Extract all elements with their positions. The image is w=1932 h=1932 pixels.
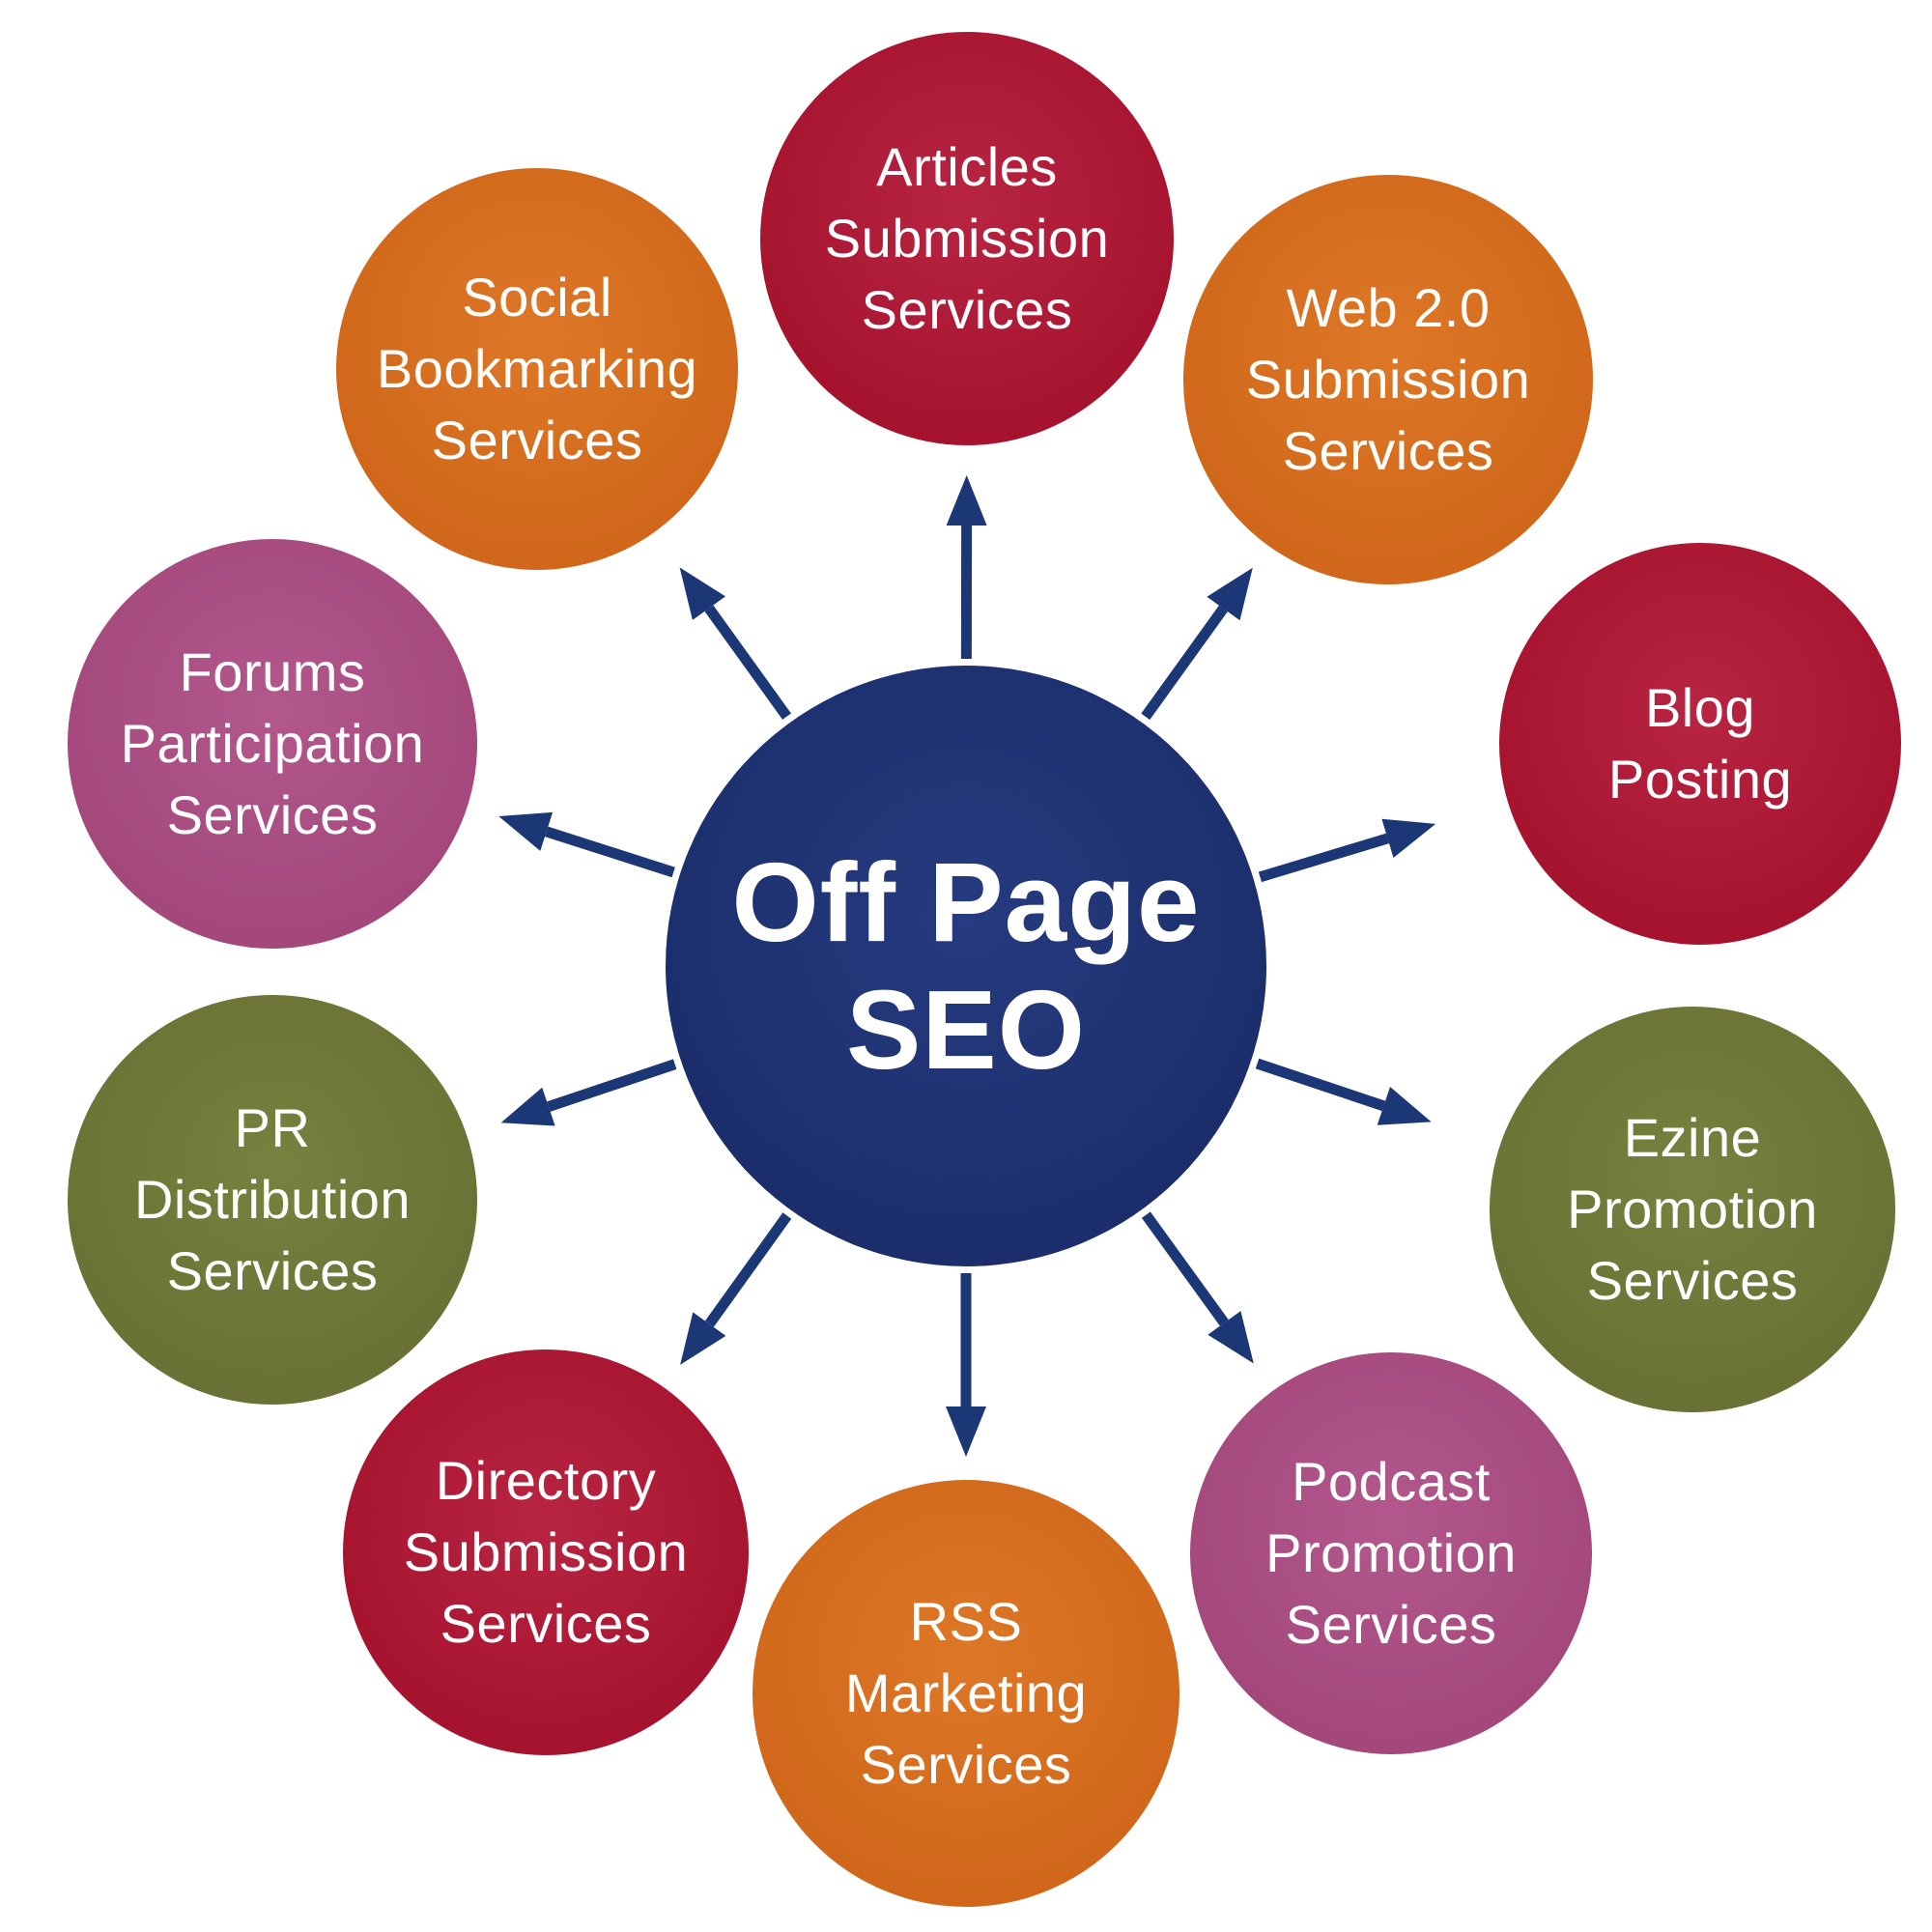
arrow-rss-marketing-services (946, 1273, 986, 1457)
arrow-social-bookmarking-services (679, 567, 791, 720)
arrow-pr-distribution-services (500, 1059, 677, 1126)
node-label-social-bookmarking-services: Social Bookmarking Services (376, 267, 698, 470)
node-articles-submission-services: Articles Submission Services (760, 32, 1174, 445)
arrow-blog-posting (1258, 818, 1436, 883)
node-blog-posting: Blog Posting (1499, 543, 1901, 945)
arrow-ezine-promotion-services (1255, 1058, 1432, 1125)
arrow-articles-submission-services (946, 475, 987, 660)
center-node-off-page-seo: Off Page SEO (666, 666, 1266, 1266)
node-label-web-20-submission-services: Web 2.0 Submission Services (1245, 277, 1531, 481)
node-directory-submission-services: Directory Submission Services (343, 1350, 749, 1755)
node-label-pr-distribution-services: PR Distribution Services (133, 1097, 412, 1301)
node-web-20-submission-services: Web 2.0 Submission Services (1183, 175, 1593, 584)
node-social-bookmarking-services: Social Bookmarking Services (336, 168, 738, 570)
node-pr-distribution-services: PR Distribution Services (68, 995, 477, 1405)
node-label-articles-submission-services: Articles Submission Services (824, 136, 1110, 340)
node-podcast-promotion-services: Podcast Promotion Services (1190, 1352, 1592, 1754)
arrow-podcast-promotion-services (1141, 1211, 1254, 1364)
node-label-rss-marketing-services: RSS Marketing Services (844, 1591, 1088, 1795)
node-label-ezine-promotion-services: Ezine Promotion Services (1567, 1107, 1818, 1311)
center-node-label: Off Page SEO (731, 838, 1201, 1093)
arrow-forums-participation-services (498, 811, 675, 878)
arrow-web-20-submission-services (1141, 567, 1253, 721)
node-forums-participation-services: Forums Participation Services (68, 539, 477, 949)
arrow-directory-submission-services (680, 1212, 792, 1365)
node-label-forums-participation-services: Forums Participation Services (120, 641, 425, 845)
node-label-directory-submission-services: Directory Submission Services (403, 1450, 689, 1654)
node-rss-marketing-services: RSS Marketing Services (753, 1480, 1179, 1907)
node-ezine-promotion-services: Ezine Promotion Services (1490, 1007, 1895, 1412)
node-label-blog-posting: Blog Posting (1607, 677, 1793, 810)
node-label-podcast-promotion-services: Podcast Promotion Services (1265, 1451, 1517, 1655)
